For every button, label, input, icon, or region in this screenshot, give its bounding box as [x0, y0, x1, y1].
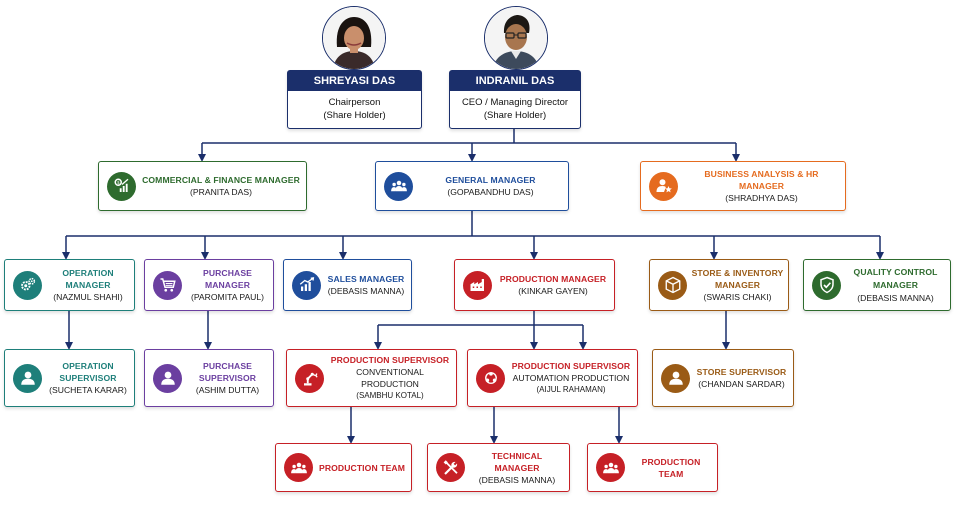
- node-title: PRODUCTION TEAM: [641, 456, 701, 479]
- technical-manager-box: TECHNICAL MANAGER (DEBASIS MANNA): [427, 443, 570, 492]
- node-title: QUALITY CONTROL MANAGER: [853, 267, 938, 290]
- node-title: STORE SUPERVISOR: [696, 367, 787, 377]
- person-icon: [153, 363, 182, 393]
- tools-icon: [436, 453, 465, 482]
- node-person: (ASHIM DUTTA): [195, 385, 260, 395]
- general-manager-box: GENERAL MANAGER (GOPABANDHU DAS): [375, 161, 569, 211]
- purchase-supervisor-box: PURCHASE SUPERVISOR (ASHIM DUTTA): [144, 349, 274, 407]
- node-title: STORE & INVENTORY MANAGER: [691, 268, 784, 290]
- exec-note: (Share Holder): [323, 110, 386, 121]
- node-title: SALES MANAGER: [327, 274, 405, 284]
- exec-role: CEO / Managing Director: [461, 97, 569, 108]
- store-inventory-manager-box: STORE & INVENTORY MANAGER (SWARIS CHAKI): [649, 259, 789, 311]
- node-person: (PRANITA DAS): [190, 187, 252, 197]
- growth-chart-icon: [292, 270, 321, 300]
- purchase-manager-box: PURCHASE MANAGER (PAROMITA PAUL): [144, 259, 274, 311]
- store-supervisor-box: STORE SUPERVISOR (CHANDAN SARDAR): [652, 349, 794, 407]
- node-title: TECHNICAL MANAGER: [491, 450, 543, 473]
- quality-control-manager-box: QUALITY CONTROL MANAGER (DEBASIS MANNA): [803, 259, 951, 311]
- node-person: (AIJUL RAHAMAN): [536, 385, 606, 394]
- box-icon: [658, 270, 687, 300]
- node-person: (SUCHETA KARAR): [49, 385, 127, 395]
- node-title: PRODUCTION SUPERVISOR: [511, 361, 631, 371]
- woman-portrait-icon: [323, 7, 385, 69]
- node-person: (DEBASIS MANNA): [327, 286, 405, 296]
- node-title: PURCHASE MANAGER: [202, 268, 253, 290]
- production-supervisor-conventional-box: PRODUCTION SUPERVISOR CONVENTIONAL PRODU…: [286, 349, 457, 407]
- node-person: (NAZMUL SHAHI): [53, 292, 123, 302]
- gears-icon: [13, 270, 42, 300]
- person-star-icon: [649, 171, 678, 201]
- operation-supervisor-box: OPERATION SUPERVISOR (SUCHETA KARAR): [4, 349, 135, 407]
- svg-text:$: $: [116, 180, 119, 186]
- factory-icon: [463, 270, 492, 300]
- node-person: (GOPABANDHU DAS): [447, 187, 534, 197]
- people-group-icon: [596, 453, 625, 482]
- node-person: (PAROMITA PAUL): [190, 292, 265, 302]
- people-group-icon: [384, 171, 413, 201]
- commercial-finance-manager-box: $ COMMERCIAL & FINANCE MANAGER (PRANITA …: [98, 161, 307, 211]
- shield-check-icon: [812, 270, 841, 300]
- node-person: (CHANDAN SARDAR): [698, 379, 785, 389]
- node-title: PRODUCTION TEAM: [318, 462, 405, 473]
- node-title: PRODUCTION SUPERVISOR: [330, 355, 450, 365]
- person-icon: [13, 363, 42, 393]
- business-analysis-hr-manager-box: BUSINESS ANALYSIS & HR MANAGER (SHRADHYA…: [640, 161, 846, 211]
- chairperson-box: SHREYASI DAS Chairperson (Share Holder): [287, 70, 422, 129]
- node-person: (SWARIS CHAKI): [703, 292, 772, 302]
- man-portrait-icon: [485, 7, 547, 69]
- production-team-box-left: PRODUCTION TEAM: [275, 443, 412, 492]
- finance-chart-icon: $: [107, 171, 136, 201]
- people-group-icon: [284, 453, 313, 482]
- person-icon: [661, 363, 690, 393]
- automation-gears-icon: [476, 363, 505, 393]
- ceo-photo: [484, 6, 548, 70]
- operation-manager-box: OPERATION MANAGER (NAZMUL SHAHI): [4, 259, 135, 311]
- node-area: CONVENTIONAL PRODUCTION: [356, 367, 424, 389]
- exec-name: INDRANIL DAS: [450, 71, 580, 91]
- node-person: (DEBASIS MANNA): [478, 474, 556, 485]
- node-person: (DEBASIS MANNA): [857, 293, 934, 303]
- cart-icon: [153, 270, 182, 300]
- node-person: (SHRADHYA DAS): [725, 193, 798, 203]
- node-title: GENERAL MANAGER: [445, 175, 536, 185]
- production-team-box-right: PRODUCTION TEAM: [587, 443, 718, 492]
- robot-arm-icon: [295, 363, 324, 393]
- production-manager-box: PRODUCTION MANAGER (KINKAR GAYEN): [454, 259, 615, 311]
- node-area: AUTOMATION PRODUCTION: [512, 373, 630, 383]
- exec-note: (Share Holder): [483, 110, 547, 121]
- ceo-box: INDRANIL DAS CEO / Managing Director (Sh…: [449, 70, 581, 129]
- node-title: COMMERCIAL & FINANCE MANAGER: [142, 175, 300, 185]
- node-person: (KINKAR GAYEN): [518, 286, 588, 296]
- node-title: BUSINESS ANALYSIS & HR MANAGER: [704, 169, 819, 191]
- node-title: PRODUCTION MANAGER: [499, 274, 607, 284]
- exec-role: Chairperson: [328, 97, 381, 108]
- exec-name: SHREYASI DAS: [288, 71, 421, 91]
- node-person: (SAMBHU KOTAL): [356, 391, 424, 400]
- sales-manager-box: SALES MANAGER (DEBASIS MANNA): [283, 259, 412, 311]
- node-title: OPERATION SUPERVISOR: [59, 361, 117, 383]
- production-supervisor-automation-box: PRODUCTION SUPERVISOR AUTOMATION PRODUCT…: [467, 349, 638, 407]
- chairperson-photo: [322, 6, 386, 70]
- node-title: OPERATION MANAGER: [62, 268, 114, 290]
- node-title: PURCHASE SUPERVISOR: [198, 361, 257, 383]
